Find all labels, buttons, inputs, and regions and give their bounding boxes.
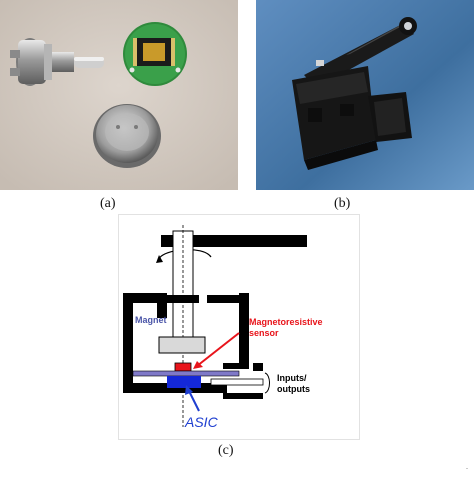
- caption-panel-c: (c): [218, 443, 234, 458]
- magnet: [158, 336, 206, 354]
- sensor-schematic-diagram: Magnet Magnetoresistive sensor Inputs/ o…: [118, 214, 360, 440]
- photo-panel-a: [0, 0, 238, 190]
- schematic-svg: Magnet Magnetoresistive sensor Inputs/ o…: [123, 225, 323, 430]
- io-leads: [210, 378, 264, 386]
- caption-panel-a: (a): [100, 196, 116, 211]
- asic-label: ASIC: [184, 414, 219, 430]
- io-label-line2: outputs: [277, 384, 310, 394]
- io-bracket: [264, 372, 270, 394]
- metal-cap-part: [93, 104, 161, 168]
- asic-chip: [167, 376, 201, 388]
- pcb-substrate: [132, 370, 240, 377]
- magnet-label: Magnet: [135, 315, 167, 325]
- stray-mark: .: [466, 462, 468, 471]
- sensor-housing-part: [10, 38, 104, 86]
- sensor-label-line2: sensor: [249, 328, 279, 338]
- lever-bar: [161, 235, 307, 247]
- magnetoresistive-sensor: [174, 362, 192, 372]
- asic-pointer-arrow: [188, 390, 200, 412]
- assembled-sensor-photo: [256, 0, 474, 190]
- sensor-pointer-arrow: [196, 332, 240, 367]
- sensor-label-line1: Magnetoresistive: [249, 317, 323, 327]
- caption-panel-b: (b): [334, 196, 351, 211]
- io-label-line1: Inputs/: [277, 373, 307, 383]
- lever-arm: [304, 17, 417, 88]
- photo-panel-b: [256, 0, 474, 190]
- disassembled-sensor-photo: [0, 0, 238, 190]
- sensor-body: [292, 66, 412, 170]
- circuit-board-part: [123, 22, 187, 86]
